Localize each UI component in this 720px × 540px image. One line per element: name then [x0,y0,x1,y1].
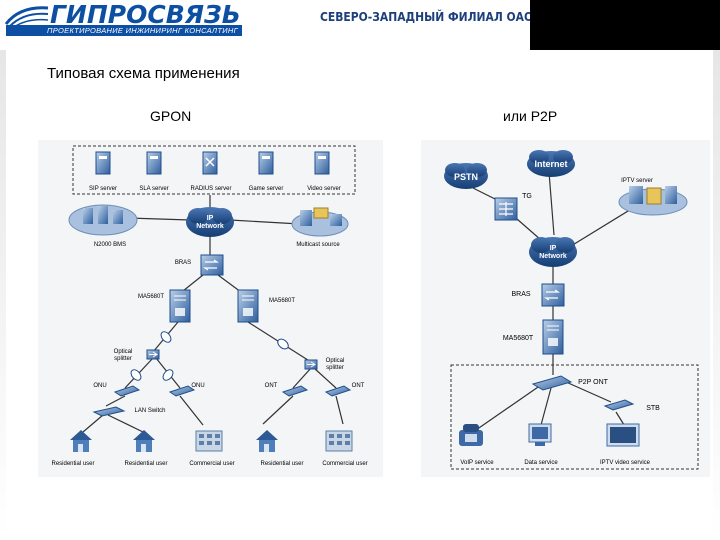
residential-user-3-icon [256,430,278,452]
iptv-service-label: IPTV video service [600,460,651,466]
p2p-bras-icon [541,283,565,307]
right-border [713,50,720,540]
user-label-1: Residential user [51,461,94,467]
p2p-ip-network-cloud-icon [529,237,577,267]
p2p-ont-icon [531,375,573,391]
residential-user-1-icon [70,430,92,452]
commercial-user-2-icon [325,430,353,452]
header-bar: ГИПРОСВЯЗЬ ПРОЕКТИРОВАНИЕ ИНЖИНИРИНГ КОН… [0,0,720,50]
sip-server-label: SIP server [89,186,117,192]
user-label-4: Residential user [260,461,303,467]
p2p-bras-label: BRAS [511,291,530,298]
bms-label: N2000 BMS [94,242,126,248]
p2p-olt-icon [542,319,564,355]
ont-2-icon [324,385,352,397]
p2p-ont-label: P2P ONT [578,379,609,386]
connector-icons [130,331,289,381]
gpon-diagram: SIP server SLA server RADIUS server Game… [38,140,383,477]
video-server-icon [314,151,330,175]
data-service-label: Data service [524,460,558,466]
multicast-source-icon [291,207,349,237]
user-label-2: Residential user [124,461,167,467]
tg-label: TG [522,193,532,200]
onu-2-icon [168,385,196,397]
ont-2-label: ONT [352,383,365,389]
server-row: SIP server SLA server RADIUS server Game… [89,151,341,192]
user-buildings [70,430,353,452]
game-server-icon [258,151,274,175]
tg-gateway-icon [494,197,518,221]
ip-network-label-2: Network [196,223,224,230]
olt-right-icon [237,289,259,323]
stb-label: STB [646,405,660,412]
onu-1-label: ONU [93,383,106,389]
voip-service-label: VoIP service [460,460,494,466]
ont-1-label: ONT [265,383,278,389]
user-label-5: Commercial user [322,461,367,467]
bms-icon [68,204,138,236]
splitter-left-label-2: splitter [114,356,132,362]
ip-network-label-1: IP [207,215,214,222]
onu-2-label: ONU [191,383,204,389]
residential-user-2-icon [133,430,155,452]
olt-left-label: MA5680T [138,294,164,300]
p2p-diagram: PSTN Internet IPTV server TG IP Network … [421,140,710,477]
server-group-frame [72,145,356,195]
internet-cloud-icon [527,150,575,177]
ont-1-icon [281,385,309,397]
sla-server-icon [146,151,162,175]
left-border [0,50,6,540]
lan-switch-label: LAN Switch [134,408,165,414]
pstn-label: PSTN [454,172,478,182]
user-label-3: Commercial user [189,461,234,467]
sla-server-label: SLA server [139,186,168,192]
pstn-cloud-icon [444,163,488,189]
slide-title: Типовая схема применения [47,65,240,82]
stb-icon [603,399,635,411]
splitter-right-label-1: Optical [326,358,345,364]
sip-server-icon [95,151,111,175]
game-server-label: Game server [249,186,284,192]
p2p-ip-label-1: IP [550,245,557,252]
video-server-label: Video server [307,186,341,192]
splitter-left-icon [146,349,160,360]
p2p-olt-label: MA5680T [503,335,534,342]
iptv-tv-icon [606,423,640,447]
internet-label: Internet [534,159,567,169]
commercial-user-1-icon [195,430,223,452]
multicast-source-label: Multicast source [296,242,340,248]
p2p-ip-label-2: Network [539,253,567,260]
iptv-server-icon [618,186,688,216]
voip-phone-icon [459,424,483,446]
premises-frame [450,364,699,470]
gpon-caption: GPON [150,108,192,124]
terminal-devices [113,385,352,397]
radius-server-icon [202,151,218,175]
data-pc-icon [528,423,552,446]
logo-tagline: ПРОЕКТИРОВАНИЕ ИНЖИНИРИНГ КОНСАЛТИНГ [6,25,242,36]
lan-switch-icon [92,406,126,417]
olt-left-icon [169,289,191,323]
header-black-panel [530,0,720,50]
p2p-caption: или P2P [503,108,558,124]
olt-right-label: MA5680T [269,298,295,304]
splitter-right-label-2: splitter [326,365,344,371]
bras-icon [200,254,224,276]
company-logo: ГИПРОСВЯЗЬ ПРОЕКТИРОВАНИЕ ИНЖИНИРИНГ КОН… [0,0,245,38]
splitter-left-label-1: Optical [114,349,133,355]
iptv-server-label: IPTV server [621,178,653,184]
bras-label: BRAS [175,260,191,266]
splitter-right-icon [304,359,318,370]
logo-text: ГИПРОСВЯЗЬ [50,0,241,29]
onu-1-icon [113,385,141,397]
ip-network-cloud-icon [186,207,234,237]
radius-server-label: RADIUS server [190,186,231,192]
